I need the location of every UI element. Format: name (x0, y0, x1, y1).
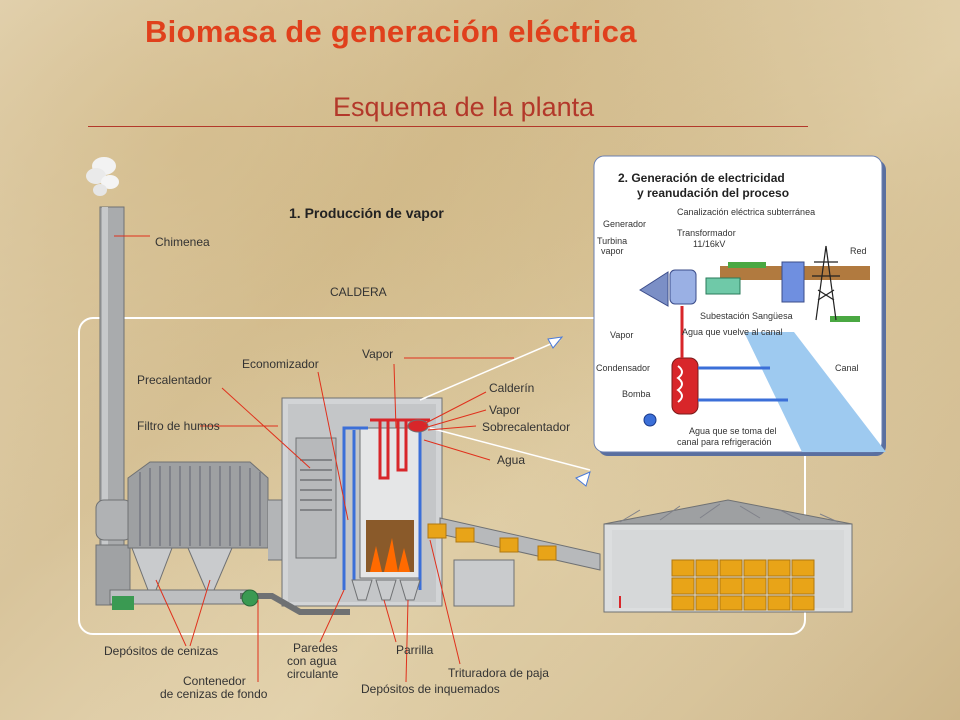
label-paredes-1: Paredes (293, 641, 338, 655)
leader-lines (114, 235, 514, 683)
straw-warehouse (603, 499, 853, 613)
label-canal: Canal (835, 363, 859, 373)
label-sobrecalentador: Sobrecalentador (482, 420, 570, 434)
plant-frame (78, 317, 806, 635)
label-trituradora: Trituradora de paja (448, 666, 549, 680)
page-title: Biomasa de generación eléctrica (145, 14, 637, 49)
section1-heading: 1. Producción de vapor (289, 205, 444, 221)
label-agua-toma-2: canal para refrigeración (677, 437, 772, 447)
label-transformador-1: Transformador (677, 228, 736, 238)
boiler-building (281, 397, 443, 607)
chimney (95, 206, 131, 606)
label-contenedor-2: de cenizas de fondo (160, 687, 268, 701)
label-precalentador: Precalentador (137, 373, 212, 387)
label-paredes-2: con agua (287, 654, 337, 668)
title-divider (88, 126, 808, 127)
label-depositos-inquemados: Depósitos de inquemados (361, 682, 500, 696)
label-subestacion: Subestación Sangüesa (700, 311, 793, 321)
label-turbina-2: vapor (601, 246, 624, 256)
label-paredes-3: circulante (287, 667, 339, 681)
label-agua: Agua (497, 453, 525, 467)
label-transformador-2: 11/16kV (693, 239, 725, 249)
label-red: Red (850, 246, 867, 256)
label-vapor-mid: Vapor (489, 403, 520, 417)
page-subtitle: Esquema de la planta (333, 92, 595, 122)
label-generador: Generador (603, 219, 646, 229)
section2-heading-1: 2. Generación de electricidad (618, 171, 785, 185)
label-chimenea: Chimenea (155, 235, 210, 249)
bottom-ash-conveyor (240, 589, 350, 615)
label-agua-vuelve: Agua que vuelve al canal (682, 327, 783, 337)
flue-gas-filter (95, 461, 269, 610)
label-filtro-humos: Filtro de humos (137, 419, 220, 433)
label-depositos-cenizas: Depósitos de cenizas (104, 644, 218, 658)
label-agua-toma-1: Agua que se toma del (689, 426, 777, 436)
label-vapor-2: Vapor (610, 330, 633, 340)
label-vapor-top: Vapor (362, 347, 393, 361)
section2-heading-2: y reanudación del proceso (637, 186, 789, 200)
water-walls (342, 426, 422, 590)
label-canalizacion: Canalización eléctrica subterránea (677, 207, 815, 217)
label-condensador: Condensador (596, 363, 650, 373)
smoke-icon (86, 157, 119, 196)
label-economizador: Economizador (242, 357, 319, 371)
label-contenedor-1: Contenedor (183, 674, 246, 688)
label-caldera: CALDERA (330, 285, 387, 299)
label-calderin: Calderín (489, 381, 534, 395)
label-turbina-1: Turbina (597, 236, 627, 246)
label-parrilla: Parrilla (396, 643, 434, 657)
generation-panel (593, 155, 886, 456)
straw-feed-conveyor (427, 517, 601, 607)
label-bomba: Bomba (622, 389, 651, 399)
